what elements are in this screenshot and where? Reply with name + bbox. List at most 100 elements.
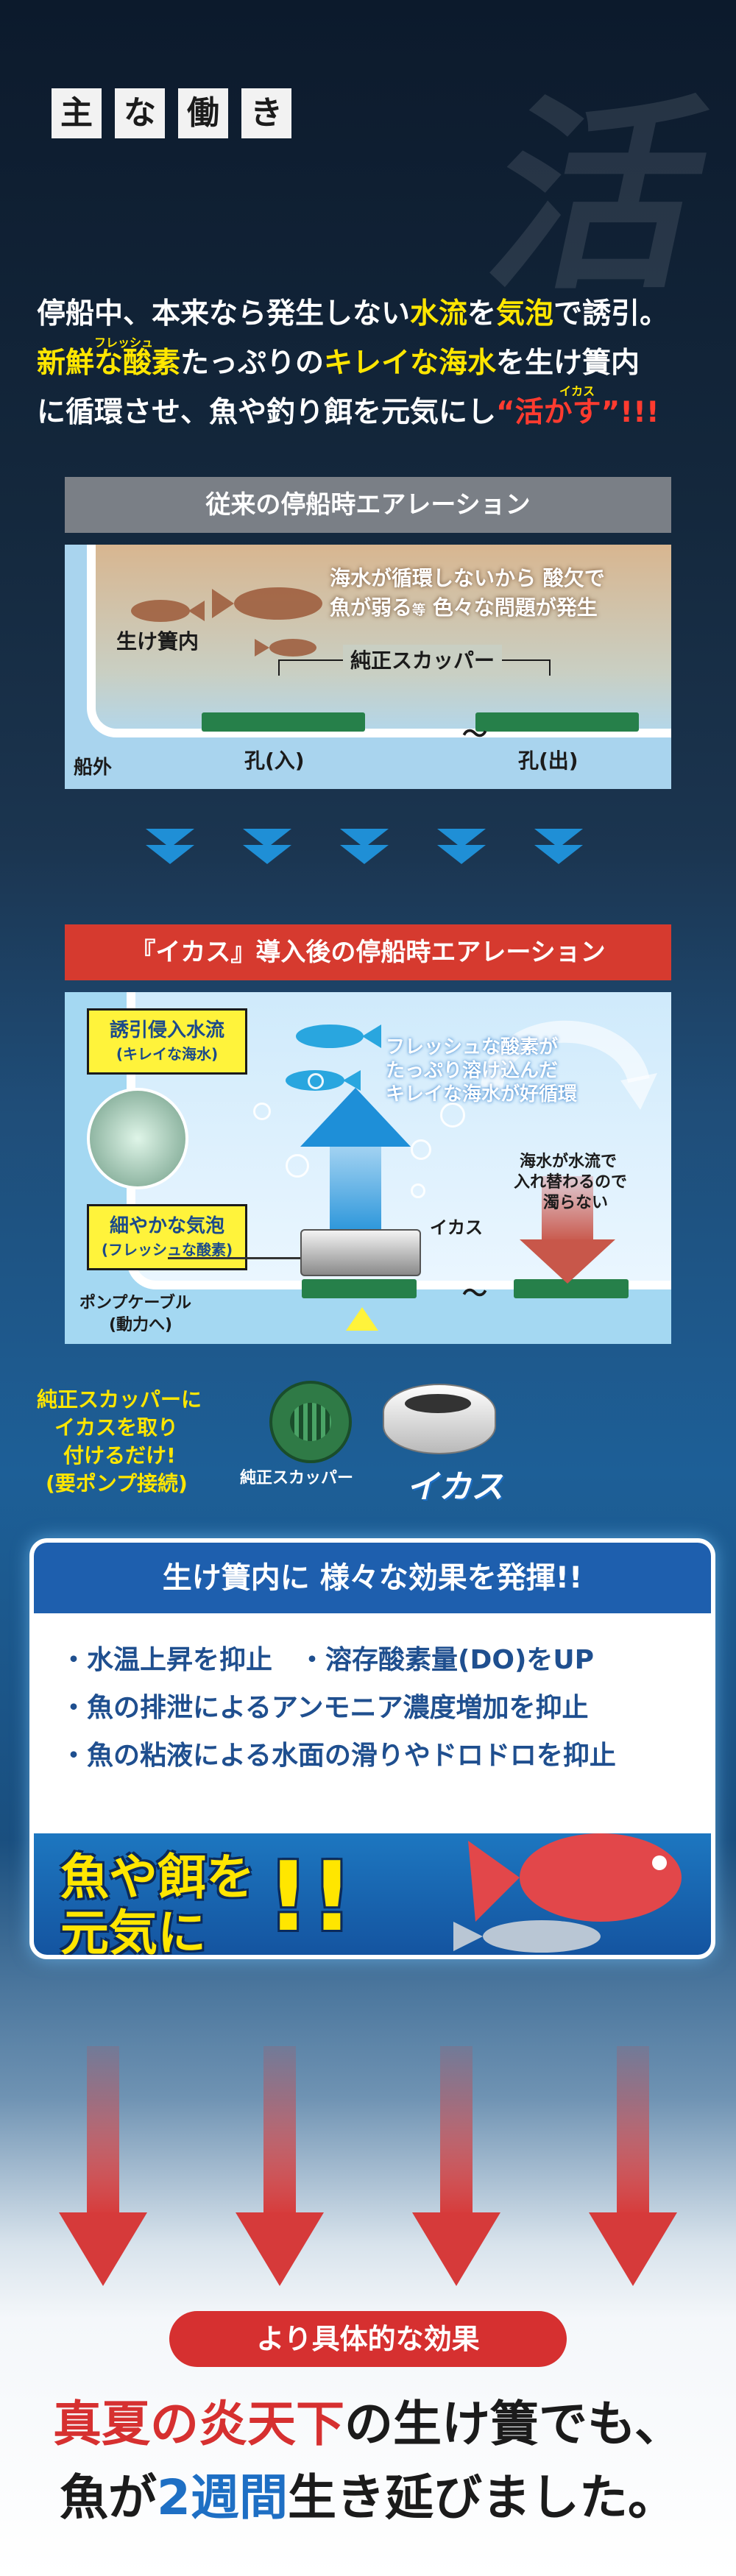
intro-text: を — [467, 297, 497, 330]
result-text: 魚が — [60, 2469, 158, 2526]
result-text: の生け簀でも、 — [344, 2396, 684, 2452]
callout-water-flow-sub: (キレイな海水) — [116, 1045, 219, 1063]
intro-highlight-bubbles: 気泡 — [496, 297, 554, 330]
banner-exclaim: !! — [266, 1841, 354, 1953]
intro-highlight-fresh-oxygen: 新鮮な酸素 — [37, 347, 181, 380]
scupper-bracket — [549, 659, 551, 676]
scupper-caption: 純正スカッパー — [240, 1469, 354, 1487]
ikasu-device — [300, 1229, 421, 1276]
problem-text-etc: 等 — [412, 603, 426, 618]
intro-text: を生け簀内 — [496, 347, 640, 380]
intro-highlight-ikasu: “活かす” — [496, 396, 620, 429]
effect-item-3: ・魚の粘液による水面の滑りやドロドロを抑止 — [60, 1741, 616, 1771]
install-text-4: (要ポンプ接続) — [46, 1471, 188, 1496]
problem-text-1: 海水が循環しないから 酸欠で — [330, 566, 605, 590]
install-text-3: 付けるだけ! — [63, 1443, 176, 1468]
down-arrow-icon — [236, 2046, 324, 2289]
down-arrow-icon — [412, 2046, 500, 2289]
upflow-arrow-icon — [300, 1088, 411, 1147]
scupper-out — [475, 712, 639, 732]
heading-char-4: き — [241, 88, 291, 138]
ruby-ikasu: イカス — [559, 384, 595, 398]
result-line-2: 魚が2週間生き延びました。 — [0, 2458, 736, 2529]
effects-banner: 魚や餌を 元気に !! — [34, 1833, 711, 1955]
scupper-in — [302, 1279, 417, 1298]
bubble-icon — [308, 1073, 324, 1089]
intro-highlight-clean-water: キレイな海水 — [324, 347, 497, 380]
result-highlight-two-weeks: 2週間 — [157, 2469, 288, 2526]
result-highlight-summer: 真夏の炎天下 — [52, 2396, 344, 2452]
scupper-label: 純正スカッパー — [343, 645, 503, 674]
scupper-bracket — [278, 659, 280, 676]
effects-box: 生け簀内に 様々な効果を発揮!! ・水温上昇を抑止 ・溶存酸素量(DO)をUP … — [29, 1538, 715, 1959]
intro-text: に循環させ、魚や釣り餌を元気にし — [37, 396, 497, 429]
bubble-icon — [440, 1103, 465, 1128]
tank-interior — [87, 545, 671, 737]
oxygen-text-1: フレッシュな酸素が — [386, 1036, 559, 1058]
scupper-icon — [269, 1381, 352, 1463]
result-line-1: 真夏の炎天下の生け簀でも、 — [0, 2385, 736, 2455]
wave-icon: 〜 — [462, 1279, 487, 1309]
install-text-1: 純正スカッパーに — [37, 1387, 202, 1412]
flow-text-2: 入れ替わるので — [514, 1173, 628, 1192]
chevron-down-icon — [146, 829, 194, 866]
ikasu-product-opening — [405, 1394, 471, 1413]
ikasu-logo: イカス — [406, 1468, 503, 1506]
device-label: イカス — [430, 1217, 483, 1238]
bubble-icon — [411, 1183, 425, 1198]
circulation-arrow-icon — [481, 1020, 657, 1110]
conventional-diagram: 生け簀内 海水が循環しないから 酸欠で 魚が弱る等 色々な問題が発生 純正スカッ… — [65, 545, 671, 789]
outflow-arrow-shaft — [542, 1176, 593, 1242]
bubble-photo — [87, 1088, 188, 1189]
intake-arrow-icon — [346, 1307, 378, 1331]
intro-line-1: 停船中、本来なら発生しない水流を気泡で誘引。 — [37, 291, 668, 332]
oxygen-text-3: キレイな海水が好循環 — [386, 1083, 578, 1105]
cable-label-2: (動力へ) — [109, 1316, 173, 1334]
intro-text: で誘引。 — [553, 297, 669, 330]
flow-text-3: 濁らない — [543, 1194, 609, 1212]
heading-char-1: 主 — [52, 88, 102, 138]
cable-label-1: ポンプケーブル — [79, 1294, 192, 1312]
chevron-down-icon — [340, 829, 389, 866]
heading-char-3: 働 — [178, 88, 228, 138]
callout-water-flow: 誘引侵入水流 (キレイな海水) — [87, 1008, 247, 1075]
upflow-arrow-shaft — [330, 1145, 381, 1241]
chevron-down-icon — [243, 829, 291, 866]
banner-line-1: 魚や餌を — [60, 1849, 255, 1906]
after-diagram: フレッシュな酸素が たっぷり溶け込んだ キレイな海水が好循環 誘引侵入水流 (キ… — [65, 992, 671, 1344]
callout-bubbles: 細やかな気泡 (フレッシュな酸素) — [87, 1204, 247, 1270]
ruby-fresh: フレッシュ — [94, 336, 154, 350]
callout-water-flow-title: 誘引侵入水流 — [109, 1019, 224, 1041]
chevron-down-icon — [437, 829, 486, 866]
tank-label: 生け簀内 — [116, 629, 199, 654]
conventional-title-bar: 従来の停船時エアレーション — [65, 477, 671, 533]
weak-fish-icon — [131, 587, 322, 657]
install-text-2: イカスを取り — [54, 1415, 179, 1440]
intro-highlight-water-flow: 水流 — [410, 297, 468, 330]
scupper-grate — [290, 1403, 331, 1441]
callout-bubbles-title: 細やかな気泡 — [109, 1215, 224, 1237]
fish-icon — [453, 1833, 682, 1953]
problem-text-2: 魚が弱る等 色々な問題が発生 — [330, 592, 598, 621]
heading-char-2: な — [115, 88, 165, 138]
callout-bubbles-sub: (フレッシュな酸素) — [101, 1241, 233, 1259]
down-arrow-icon — [59, 2046, 147, 2289]
brush-calligraphy-decoration: 活 — [470, 76, 729, 318]
flow-text-1: 海水が水流で — [520, 1153, 618, 1171]
hole-in-label: 孔(入) — [244, 749, 305, 773]
chevron-down-icon — [534, 829, 583, 866]
effects-header: 生け簀内に 様々な効果を発揮!! — [34, 1543, 711, 1613]
intro-text: 停船中、本来なら発生しない — [37, 297, 411, 330]
wave-icon: 〜 — [462, 720, 487, 749]
outflow-arrow-icon — [520, 1239, 615, 1284]
intro-exclamation: !!! — [620, 396, 659, 429]
bubble-icon — [411, 1139, 431, 1160]
outside-label: 船外 — [74, 757, 113, 779]
down-arrow-icon — [589, 2046, 677, 2289]
hole-out-label: 孔(出) — [518, 749, 578, 773]
oxygen-text-2: たっぷり溶け込んだ — [386, 1060, 559, 1082]
result-pill: より具体的な効果 — [169, 2311, 567, 2367]
pump-cable — [168, 1257, 300, 1259]
effect-item-2: ・魚の排泄によるアンモニア濃度増加を抑止 — [60, 1693, 589, 1723]
